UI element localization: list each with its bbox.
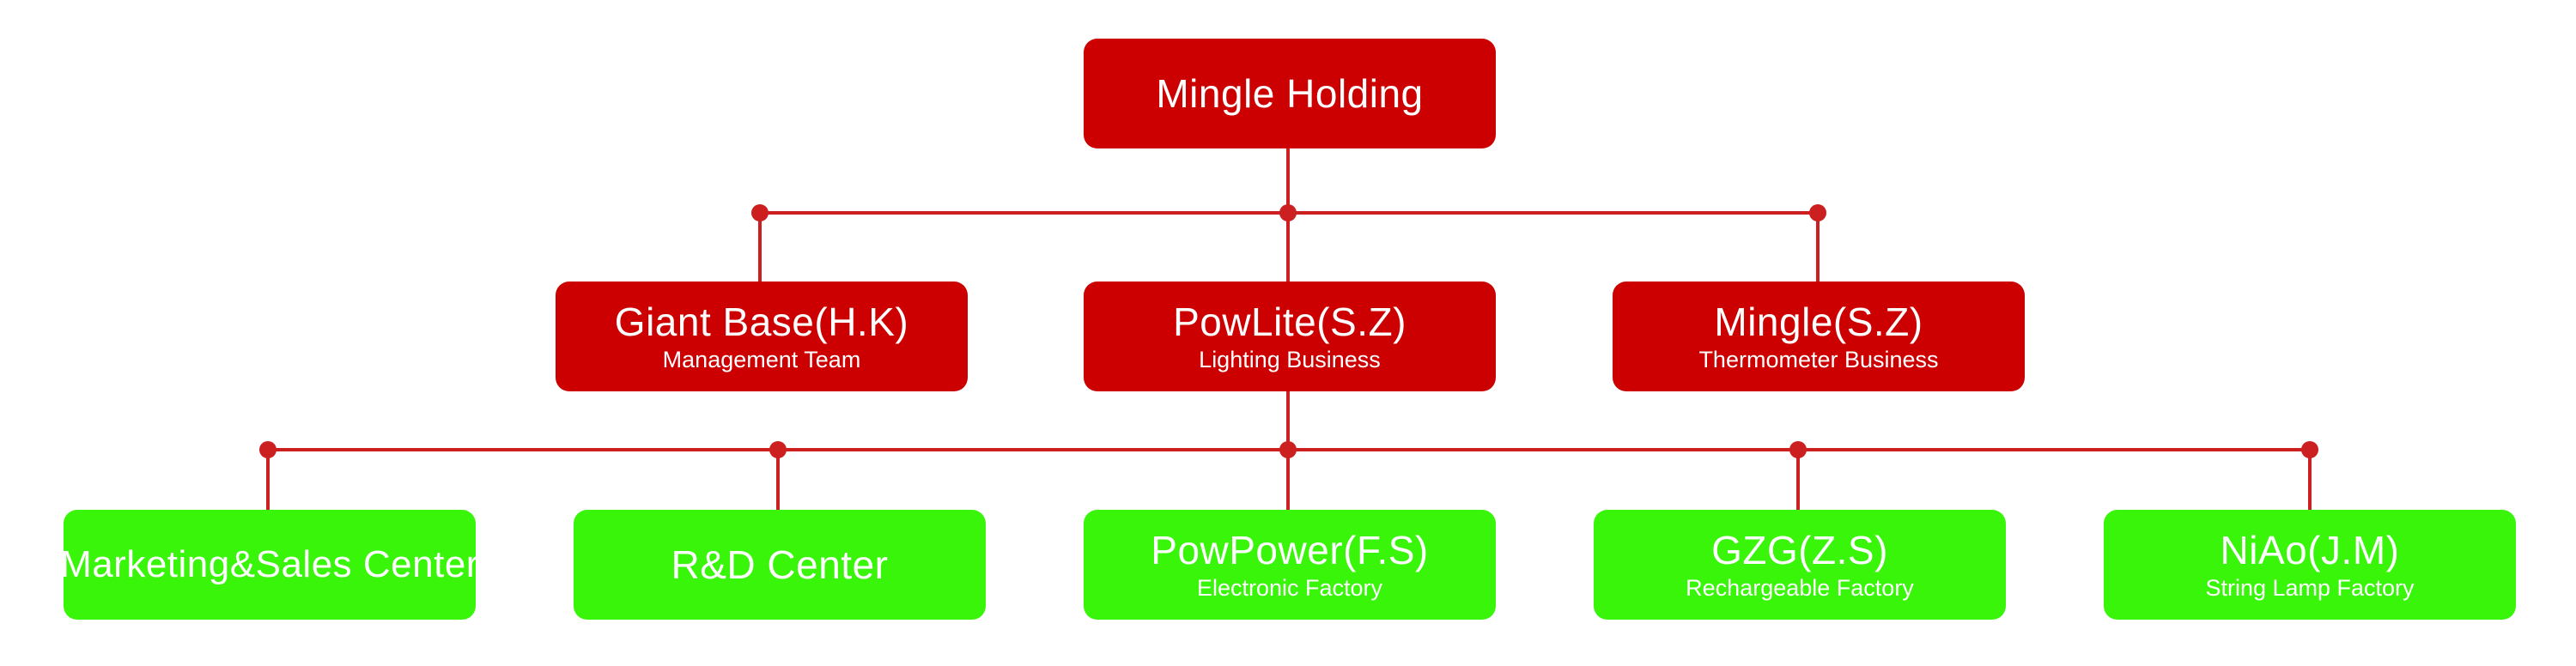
node-niao: NiAo(J.M) String Lamp Factory <box>2104 510 2516 620</box>
node-subtitle: String Lamp Factory <box>2205 575 2415 601</box>
junction-dot <box>1789 441 1807 458</box>
node-title: Mingle Holding <box>1156 71 1424 116</box>
node-title: Mingle(S.Z) <box>1714 300 1923 344</box>
junction-dot <box>1279 441 1297 458</box>
node-marketing-sales-center: Marketing&Sales Center <box>60 510 478 620</box>
node-subtitle: Rechargeable Factory <box>1686 575 1914 601</box>
node-giant-base: Giant Base(H.K) Management Team <box>556 282 968 391</box>
node-title: NiAo(J.M) <box>2220 528 2400 572</box>
node-title: PowLite(S.Z) <box>1173 300 1406 344</box>
node-mingle-holding: Mingle Holding <box>1084 39 1496 148</box>
node-mingle-sz: Mingle(S.Z) Thermometer Business <box>1613 282 2025 391</box>
node-powlite: PowLite(S.Z) Lighting Business <box>1084 282 1496 391</box>
node-subtitle: Lighting Business <box>1199 347 1381 372</box>
node-title: PowPower(F.S) <box>1151 528 1429 572</box>
node-title: Marketing&Sales Center <box>60 543 479 585</box>
node-gzg: GZG(Z.S) Rechargeable Factory <box>1594 510 2006 620</box>
node-subtitle: Thermometer Business <box>1698 347 1939 372</box>
junction-dot <box>1279 204 1297 221</box>
node-subtitle: Management Team <box>662 347 861 372</box>
node-title: Giant Base(H.K) <box>614 300 909 344</box>
junction-dot <box>259 441 276 458</box>
node-title: GZG(Z.S) <box>1711 528 1888 572</box>
junction-dot <box>2301 441 2318 458</box>
node-subtitle: Electronic Factory <box>1196 575 1383 601</box>
junction-dot <box>751 204 769 221</box>
junction-dot <box>1809 204 1826 221</box>
junction-dot <box>769 441 787 458</box>
node-powpower: PowPower(F.S) Electronic Factory <box>1084 510 1496 620</box>
node-rd-center: R&D Center <box>574 510 986 620</box>
node-title: R&D Center <box>671 542 889 587</box>
